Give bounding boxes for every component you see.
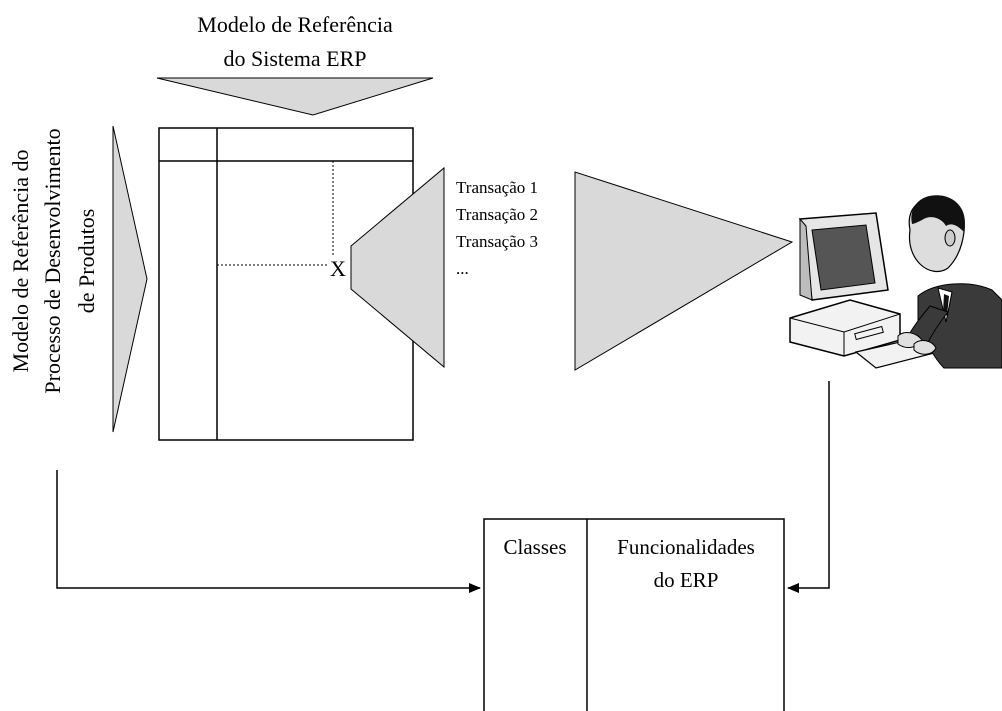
user-funnel bbox=[574, 171, 794, 371]
user-to-functionalities-arrow bbox=[787, 381, 830, 593]
pdp-model-title-line1: Modelo de Referência do bbox=[8, 150, 33, 373]
person-icon bbox=[897, 195, 1002, 369]
erp-model-title-line1: Modelo de Referência bbox=[197, 12, 393, 37]
transaction-item: Transação 1 bbox=[456, 178, 538, 197]
transaction-item: Transação 3 bbox=[456, 232, 538, 251]
pdp-model-title: Modelo de Referência do Processo de Dese… bbox=[8, 128, 99, 393]
output-table-border bbox=[483, 518, 785, 711]
erp-model-title-line2: do Sistema ERP bbox=[223, 46, 366, 71]
transaction-list: Transação 1 Transação 2 Transação 3 ... bbox=[456, 178, 538, 278]
pdp-model-triangle bbox=[112, 125, 148, 433]
pdp-to-classes-arrow bbox=[56, 470, 481, 593]
pdp-model-title-line3: de Produtos bbox=[74, 209, 99, 314]
transaction-item: Transação 2 bbox=[456, 205, 538, 224]
computer-case-icon bbox=[789, 299, 901, 357]
user-computer-illustration bbox=[789, 195, 1002, 369]
erp-model-title: Modelo de Referência do Sistema ERP bbox=[197, 12, 393, 71]
erp-model-triangle bbox=[156, 77, 434, 116]
functionalities-header-line1: Funcionalidades bbox=[617, 535, 755, 559]
pdp-model-title-line2: Processo de Desenvolvimento bbox=[40, 128, 65, 393]
monitor-icon bbox=[799, 212, 889, 301]
transaction-funnel bbox=[350, 166, 445, 369]
transaction-item: ... bbox=[456, 259, 469, 278]
functionalities-header-line2: do ERP bbox=[654, 568, 719, 592]
classes-header: Classes bbox=[504, 535, 567, 559]
matrix-intersection-label: X bbox=[330, 256, 346, 281]
output-table: Classes Funcionalidades do ERP bbox=[483, 518, 785, 711]
